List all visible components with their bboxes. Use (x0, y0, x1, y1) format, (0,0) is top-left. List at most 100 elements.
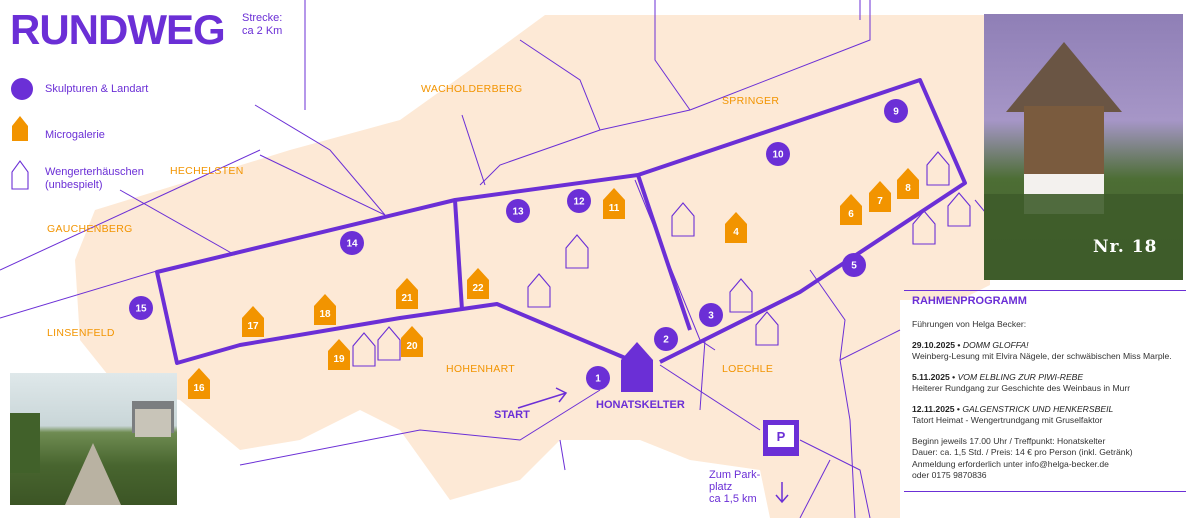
event-name: VOM ELBLING ZUR PIWI-REBE (957, 371, 1084, 382)
sculpture-marker-12[interactable] (567, 189, 591, 213)
house-outline-icon (565, 234, 589, 269)
gallery-number: 4 (733, 227, 739, 238)
gallery-marker-8[interactable] (897, 168, 919, 199)
program-title: RAHMENPROGRAMM (912, 295, 1027, 307)
sculpture-number: 14 (346, 239, 358, 250)
divider (904, 490, 1186, 492)
gallery-number: 18 (319, 309, 331, 320)
house-outline-icon (11, 160, 29, 190)
sculpture-number: 10 (772, 150, 784, 161)
parking-direction: Zum Park- platz ca 1,5 km (709, 469, 760, 505)
vineyard-area (75, 15, 990, 518)
sculpture-number: 5 (851, 261, 857, 272)
sculpture-number: 9 (893, 107, 899, 118)
event-desc: Weinberg-Lesung mit Elvira Nägele, der s… (912, 351, 1172, 361)
gallery-number: 19 (333, 354, 345, 365)
event-desc: Tatort Heimat - Wengertrundgang mit Grus… (912, 415, 1103, 425)
program-footer: Beginn jeweils 17.00 Uhr / Treffpunkt: H… (912, 436, 1194, 482)
sculpture-marker-3[interactable] (699, 303, 723, 327)
gallery-number: 17 (247, 321, 259, 332)
event-desc: Heiterer Rundgang zur Geschichte des Wei… (912, 383, 1131, 393)
sculpture-number: 15 (135, 304, 147, 315)
house-outline-icon (671, 202, 695, 237)
gallery-number: 22 (472, 283, 484, 294)
gallery-marker-7[interactable] (869, 181, 891, 212)
sculpture-marker-1[interactable] (586, 366, 610, 390)
legend-sculptures: Skulpturen & Landart (45, 83, 149, 95)
parking-line-1: Zum Park- (709, 469, 761, 481)
house-outline-icon (527, 273, 551, 308)
program-panel: RAHMENPROGRAMM Führungen von Helga Becke… (904, 290, 1194, 492)
sculpture-number: 13 (512, 207, 524, 218)
start-arrow-icon (517, 387, 568, 409)
sculpture-marker-13[interactable] (506, 199, 530, 223)
divider (904, 290, 1186, 291)
event-1: 29.10.2025 • DOMM GLOFFA!Weinberg-Lesung… (912, 339, 1172, 362)
gallery-number: 7 (877, 196, 883, 207)
gallery-marker-4[interactable] (725, 212, 747, 243)
photo-vineyard-road (10, 373, 177, 505)
sculpture-marker-14[interactable] (340, 231, 364, 255)
event-name: GALGENSTRICK UND HENKERSBEIL (962, 403, 1114, 414)
place-springer: SPRINGER (722, 95, 780, 107)
event-date: 5.11.2025 (912, 371, 950, 382)
program-intro: Führungen von Helga Becker: (912, 319, 1027, 329)
distance-info: Strecke: ca 2 Km (242, 12, 302, 38)
sculpture-number: 1 (595, 374, 601, 385)
house-outline-icon (729, 278, 753, 313)
honatskelter-icon (621, 342, 653, 392)
start-label: START (494, 409, 530, 421)
honatskelter-label: HONATSKELTER (596, 399, 685, 411)
gallery-marker-21[interactable] (396, 278, 418, 309)
distance-value: ca 2 Km (242, 25, 283, 37)
place-linsenfeld: LINSENFELD (47, 327, 115, 339)
gallery-number: 8 (905, 183, 911, 194)
house-outline-icon (912, 210, 936, 245)
place-wacholderberg: WACHOLDERBERG (421, 83, 523, 95)
house-outline-icon (352, 332, 376, 367)
gallery-marker-18[interactable] (314, 294, 336, 325)
route-path (155, 78, 967, 365)
gallery-marker-20[interactable] (401, 326, 423, 357)
parking-line-3: ca 1,5 km (709, 493, 757, 505)
gallery-marker-19[interactable] (328, 339, 350, 370)
legend-hut: Wengerterhäuschen (unbespielt) (45, 166, 144, 191)
place-gauchenberg: GAUCHENBERG (47, 223, 133, 235)
legend-house-icon (12, 116, 28, 141)
gallery-marker-17[interactable] (242, 306, 264, 337)
house-outline-icon (947, 192, 971, 227)
map-title: RUNDWEG (10, 6, 226, 53)
sculpture-marker-2[interactable] (654, 327, 678, 351)
sculpture-marker-15[interactable] (129, 296, 153, 320)
footer-line: Beginn jeweils 17.00 Uhr / Treffpunkt: H… (912, 435, 1106, 446)
gallery-marker-11[interactable] (603, 188, 625, 219)
sculpture-marker-9[interactable] (884, 99, 908, 123)
legend-gallery: Microgalerie (45, 129, 105, 141)
gallery-marker-16[interactable] (188, 368, 210, 399)
house-outline-icon (377, 326, 401, 361)
event-date: 12.11.2025 (912, 403, 955, 414)
footer-line: Dauer: ca. 1,5 Std. / Preis: 14 € pro Pe… (912, 447, 1133, 457)
gallery-number: 16 (193, 383, 205, 394)
distance-label: Strecke: (242, 12, 283, 24)
place-hechelsten: HECHELSTEN (170, 165, 244, 177)
event-name: DOMM GLOFFA! (962, 339, 1029, 350)
footer-line: oder 0175 9870836 (912, 470, 987, 480)
svg-text:P: P (777, 429, 786, 444)
gallery-marker-6[interactable] (840, 194, 862, 225)
parking-sign-icon: P (763, 420, 799, 456)
event-3: 12.11.2025 • GALGENSTRICK UND HENKERSBEI… (912, 403, 1114, 426)
gallery-number: 21 (401, 293, 413, 304)
photo-caption: Nr. 18 (1093, 237, 1158, 257)
footer-line: Anmeldung erforderlich unter info@helga-… (912, 458, 1109, 469)
parking-line-2: platz (709, 481, 733, 493)
gallery-number: 11 (609, 203, 620, 214)
house-outline-icon (755, 311, 779, 346)
place-hohenhart: HOHENHART (446, 363, 516, 375)
gallery-marker-22[interactable] (467, 268, 489, 299)
sculpture-marker-5[interactable] (842, 253, 866, 277)
sculpture-marker-10[interactable] (766, 142, 790, 166)
legend-circle-icon (11, 78, 33, 100)
